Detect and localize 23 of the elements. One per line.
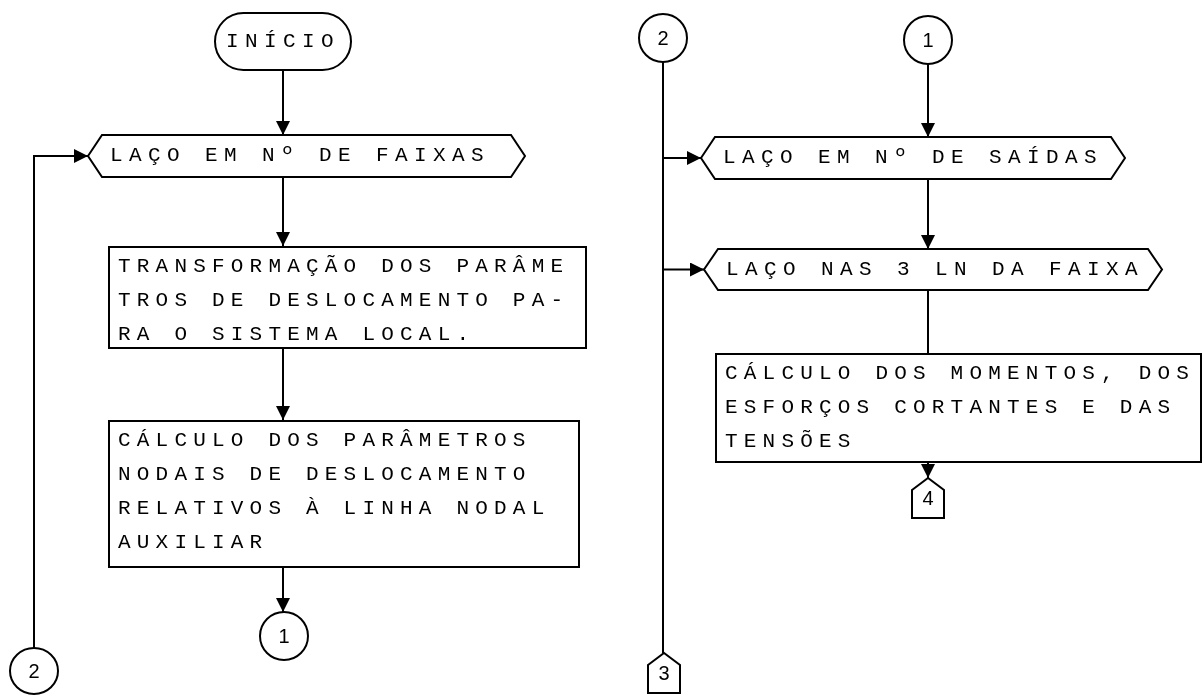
connector-line [927, 289, 929, 354]
process-box: CÁLCULO DOS PARÂMETROS NODAIS DE DESLOCAMENTO RELATIVOS À LINHA NODAL AUXILIAR [108, 420, 580, 568]
arrow [921, 462, 935, 479]
terminal-shape: INÍCIO [215, 13, 351, 70]
arrow [921, 63, 935, 138]
connector-circle: 2 [639, 14, 687, 62]
arrow [33, 149, 89, 649]
offpage-connector: 3 [648, 653, 680, 693]
offpage-connector: 4 [912, 478, 944, 518]
arrow [276, 176, 290, 247]
arrow [276, 567, 290, 613]
arrow [276, 69, 290, 136]
process-box: CÁLCULO DOS MOMENTOS, DOS ESFORÇOS CORTANTES E DAS TENSÕES [715, 353, 1202, 463]
loop-hexagon: LAÇO NAS 3 LN DA FAIXA [704, 249, 1162, 290]
arrow [662, 61, 705, 277]
arrow [276, 348, 290, 421]
arrow [921, 178, 935, 250]
connector-circle: 1 [904, 16, 952, 64]
connector-circle: 1 [260, 612, 308, 660]
loop-hexagon: LAÇO EM Nº DE FAIXAS [88, 135, 525, 177]
connector-circle: 2 [10, 648, 58, 694]
process-box: TRANSFORMAÇÃO DOS PARÂME TROS DE DESLOCAMENTO PA- RA O SISTEMA LOCAL. [108, 246, 587, 349]
loop-hexagon: LAÇO EM Nº DE SAÍDAS [701, 137, 1125, 179]
